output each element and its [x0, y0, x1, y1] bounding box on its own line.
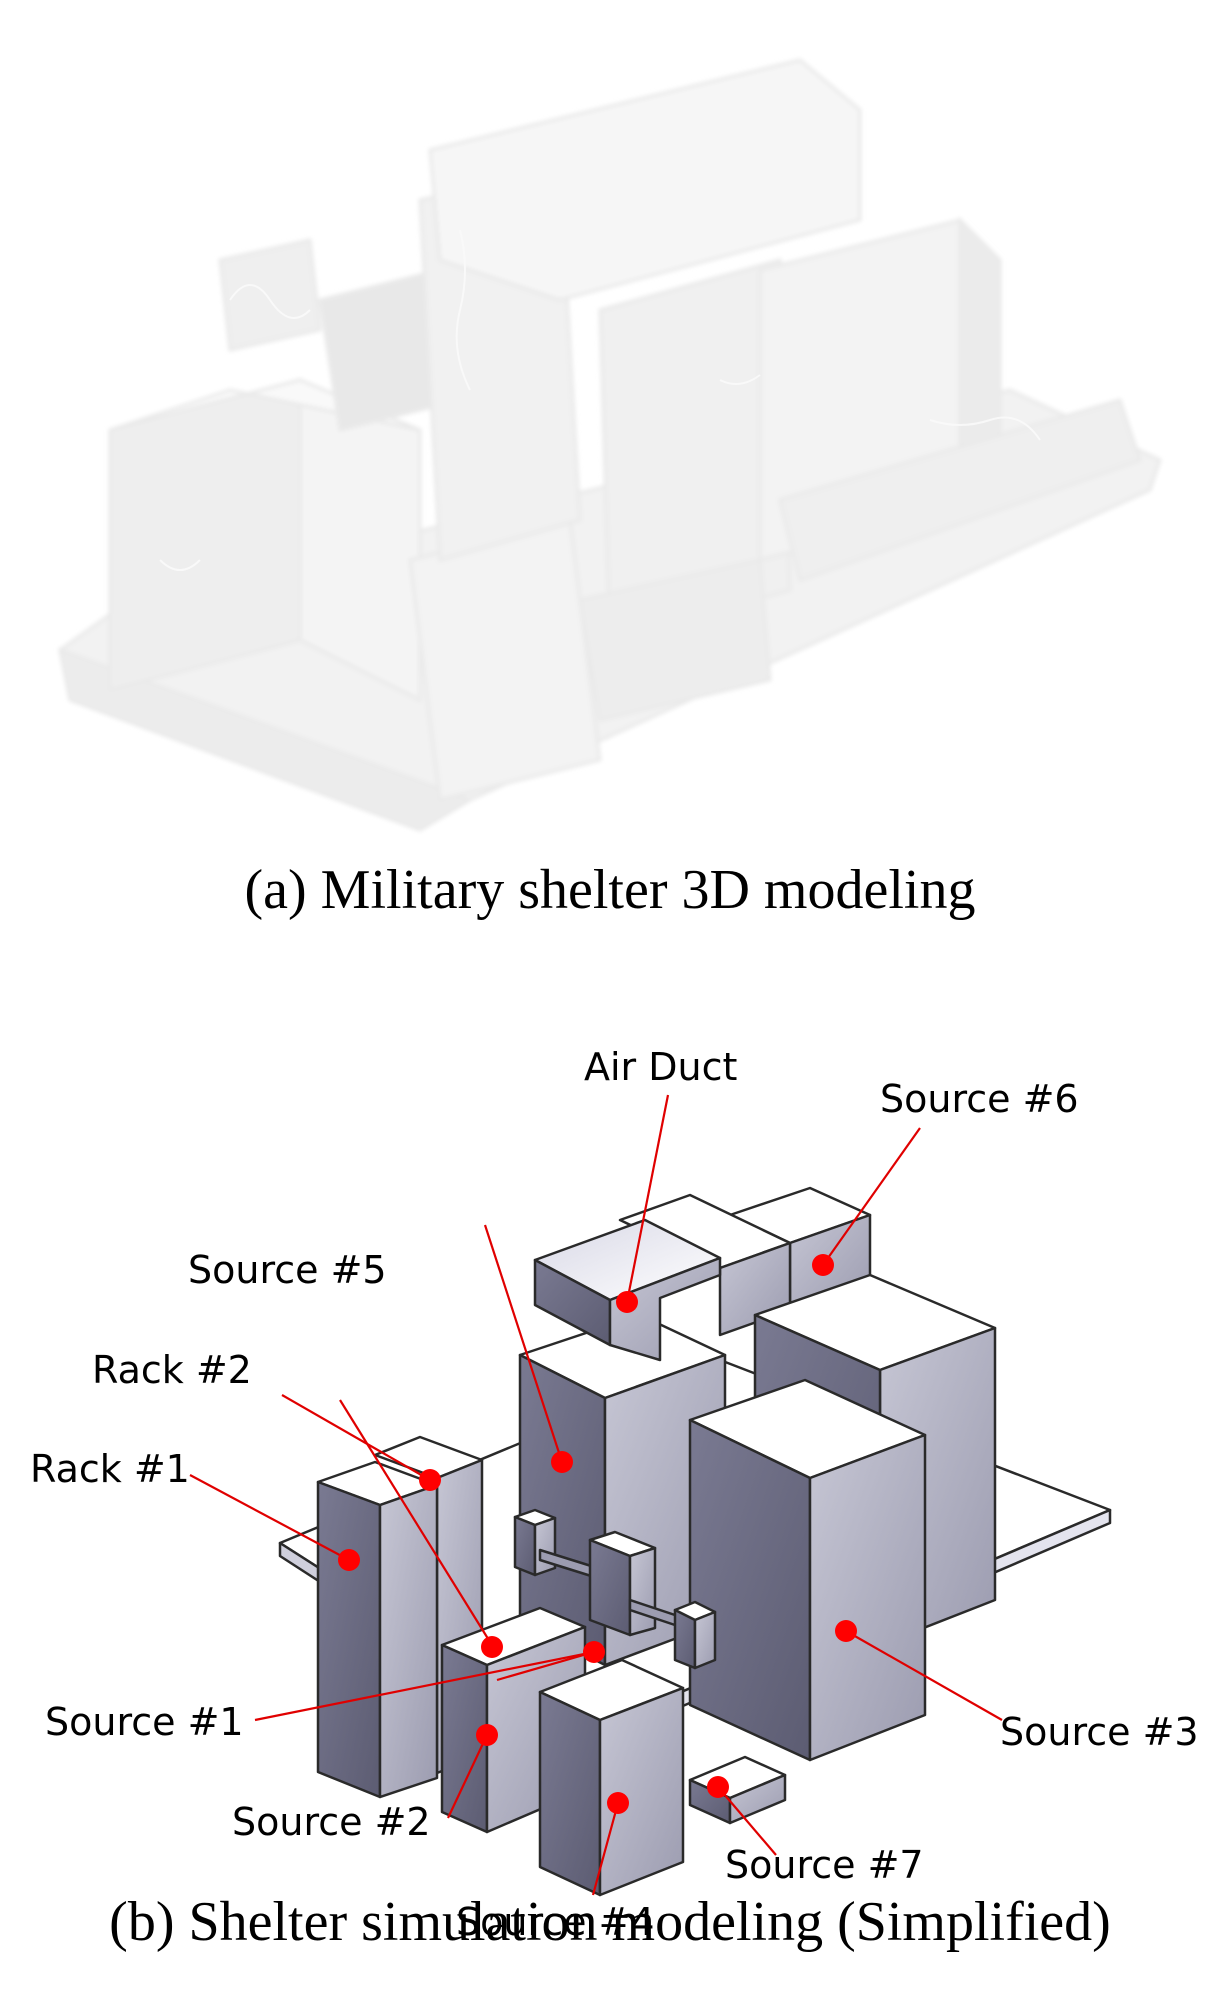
- source-3-box: [688, 1378, 927, 1762]
- left-cabinet: [108, 378, 302, 692]
- label-air-duct: Air Duct: [584, 1045, 737, 1089]
- labels: Air Duct Source #6 Source #5 Rack #2 Rac…: [30, 1045, 1199, 1944]
- leader-source-4: [591, 1802, 620, 1896]
- label-source-2: Source #2: [232, 1800, 431, 1844]
- label-source-5: Source #5: [188, 1248, 387, 1292]
- leader-rack-1: [189, 1474, 350, 1561]
- leader-source-1a: [254, 1650, 595, 1722]
- leader-source-7: [717, 1786, 777, 1856]
- markers: [338, 1254, 857, 1814]
- military-shelter-3d-model: [58, 58, 1162, 832]
- label-source-7: Source #7: [725, 1843, 924, 1887]
- leader-source-5: [339, 1399, 496, 1651]
- marker-source-4: [607, 1792, 629, 1814]
- label-source-3: Source #3: [1000, 1710, 1199, 1754]
- marker-source-6: [812, 1254, 834, 1276]
- leader-source-1b: [496, 1650, 595, 1682]
- front-box: [408, 518, 602, 802]
- source-1-pipes: [513, 1508, 717, 1670]
- shelter-simulation-model: Air Duct Source #6 Source #5 Rack #2 Rac…: [30, 1045, 1199, 1944]
- marker-source-2: [476, 1724, 498, 1746]
- source-7-box: [688, 1755, 787, 1825]
- leader-source-6: [822, 1127, 921, 1266]
- marker-rack-1: [338, 1549, 360, 1571]
- leader-lines: [189, 1094, 1003, 1896]
- caption-a: (a) Military shelter 3D modeling: [244, 859, 976, 921]
- fan-unit: [218, 238, 322, 352]
- leader-source-2: [447, 1734, 488, 1819]
- marker-source-1: [583, 1641, 605, 1663]
- source-2-box: [440, 1606, 587, 1834]
- marker-source-3: [835, 1620, 857, 1642]
- label-rack-1: Rack #1: [30, 1447, 190, 1491]
- marker-center: [551, 1451, 573, 1473]
- marker-source-5: [481, 1636, 503, 1658]
- label-source-6: Source #6: [880, 1077, 1079, 1121]
- air-duct-box: [533, 1218, 722, 1362]
- caption-b: (b) Shelter simulation modeling (Simplif…: [109, 1891, 1111, 1953]
- marker-rack-2: [419, 1469, 441, 1491]
- leader-source-3: [845, 1630, 1003, 1721]
- panel-a: (a) Military shelter 3D modeling: [0, 0, 1220, 1000]
- panel-b: Air Duct Source #6 Source #5 Rack #2 Rac…: [0, 1000, 1220, 2012]
- label-source-1: Source #1: [45, 1700, 244, 1744]
- label-rack-2: Rack #2: [92, 1348, 252, 1392]
- rack-1-box: [316, 1460, 439, 1799]
- air-duct-unit: [428, 58, 862, 302]
- leader-rack-2: [281, 1394, 431, 1481]
- label-source-4: Source #4: [456, 1900, 655, 1944]
- source-4-box: [538, 1658, 685, 1897]
- marker-source-7: [707, 1776, 729, 1798]
- marker-air-duct: [616, 1291, 638, 1313]
- leader-air-duct: [625, 1094, 670, 1303]
- leader-center: [483, 1224, 564, 1463]
